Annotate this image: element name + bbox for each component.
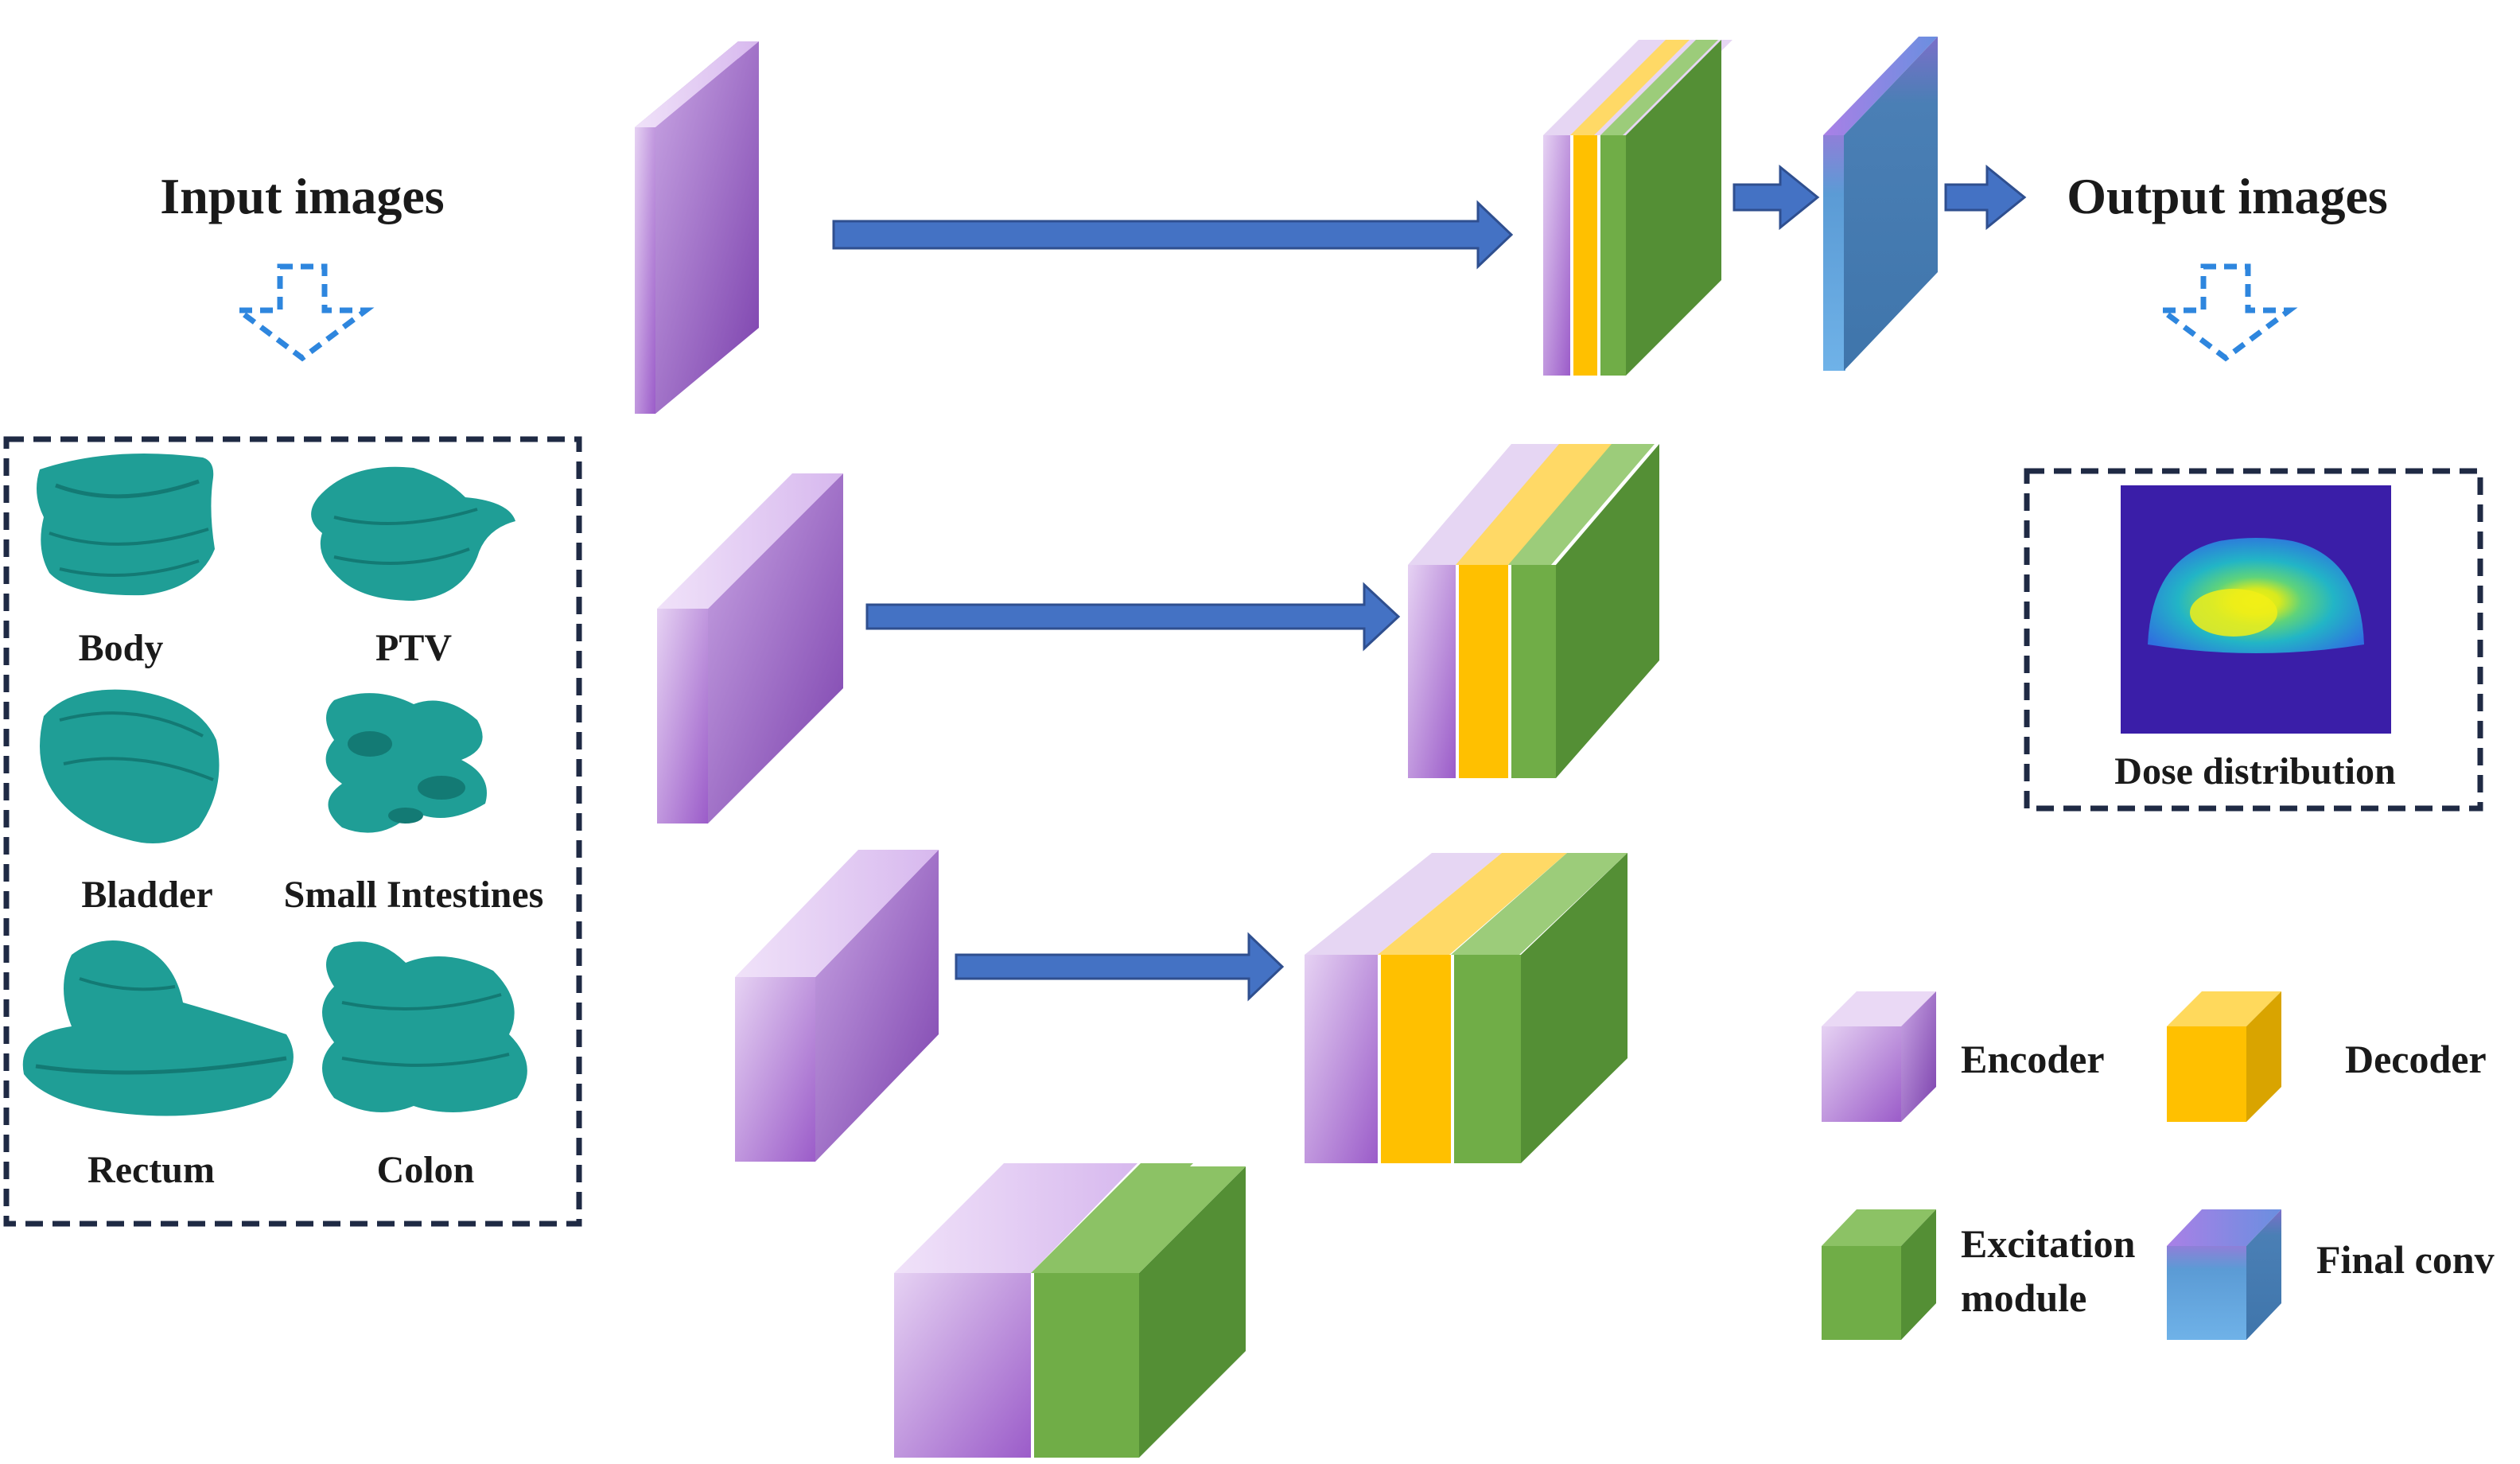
skip-arrow-level2	[865, 582, 1401, 652]
organ-label-small-intestines: Small Intestines	[284, 874, 544, 916]
ptv-organ-icon	[311, 466, 515, 601]
legend-decoder-cube	[2167, 991, 2281, 1122]
arrow-to-output	[1944, 164, 2027, 231]
bladder-organ-icon	[40, 689, 220, 843]
input-down-arrow-icon	[230, 263, 375, 362]
legend-encoder-cube	[1822, 991, 1936, 1122]
legend: Encoder Decoder Excitation module Final …	[1822, 991, 2495, 1340]
decoder-stack-level2	[1408, 444, 1659, 778]
body-organ-icon	[37, 454, 215, 596]
dose-distribution-label: Dose distribution	[2114, 750, 2395, 792]
bottleneck-block	[894, 1163, 1246, 1458]
dose-distribution-map	[2121, 485, 2391, 734]
colon-organ-icon	[322, 941, 527, 1112]
encoder-block-level2	[657, 473, 843, 824]
organ-label-rectum: Rectum	[88, 1149, 215, 1191]
legend-final-conv-label: Final conv	[2316, 1237, 2495, 1282]
output-dose-panel	[2024, 468, 2483, 812]
final-conv-block	[1823, 37, 1938, 371]
rectum-organ-icon	[22, 940, 294, 1116]
legend-excitation-label-line1: Excitation	[1961, 1221, 2136, 1266]
legend-excitation-label-line2: module	[1961, 1275, 2086, 1320]
legend-decoder-label: Decoder	[2345, 1037, 2487, 1081]
arrow-to-final-conv	[1732, 164, 1820, 231]
decoder-stack-level1	[1543, 40, 1732, 376]
encoder-block-level3	[735, 850, 939, 1162]
encoder-block-level1	[635, 41, 759, 414]
skip-arrow-level3	[955, 932, 1285, 1002]
output-images-title: Output images	[2067, 168, 2388, 224]
legend-final-conv-cube	[2167, 1209, 2281, 1340]
organ-label-ptv: PTV	[375, 627, 452, 669]
legend-encoder-label: Encoder	[1961, 1037, 2105, 1081]
decoder-stack-level3	[1305, 853, 1628, 1163]
legend-excitation-cube	[1822, 1209, 1936, 1340]
skip-arrow-level1	[832, 200, 1514, 270]
organ-label-bladder: Bladder	[81, 874, 212, 916]
output-down-arrow-icon	[2153, 263, 2298, 362]
input-organ-panel	[3, 436, 582, 1227]
small-intestines-organ-icon	[325, 693, 487, 833]
input-images-title: Input images	[160, 168, 444, 224]
organ-label-body: Body	[79, 627, 164, 669]
organ-label-colon: Colon	[377, 1149, 475, 1191]
